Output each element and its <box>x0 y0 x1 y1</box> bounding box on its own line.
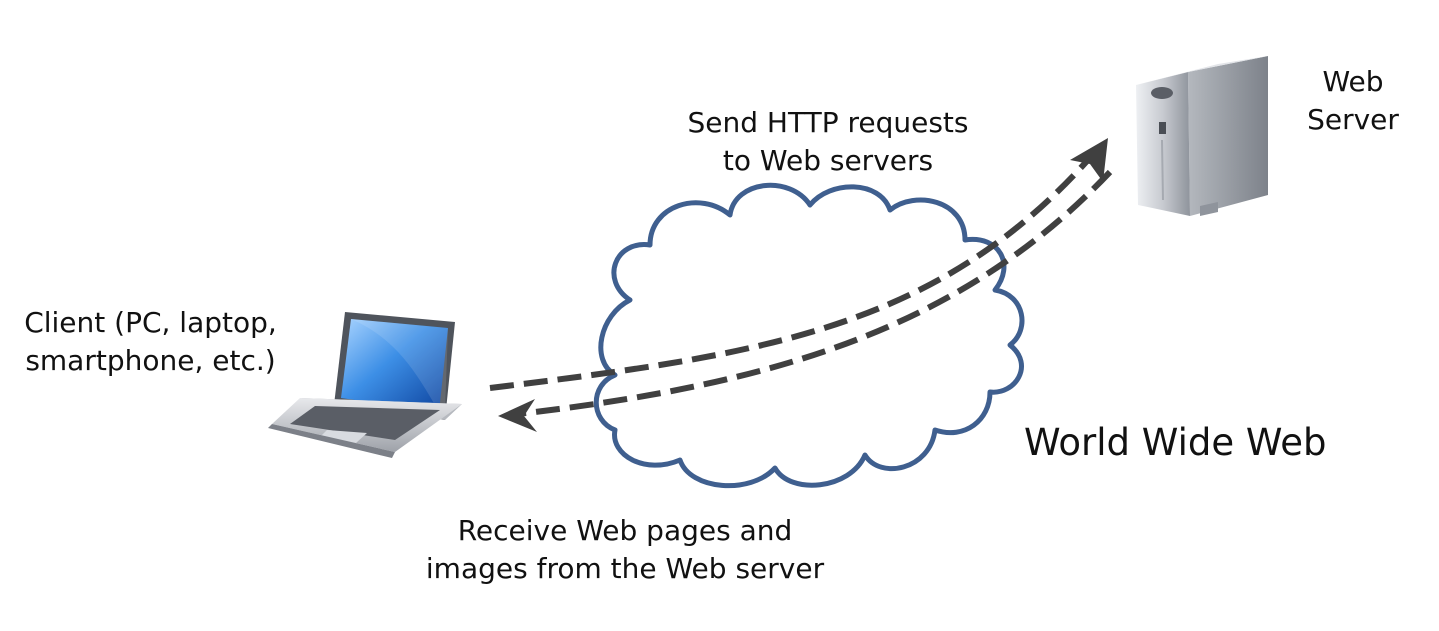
request-label-line-1: Send HTTP requests <box>687 106 969 139</box>
request-label: Send HTTP requests to Web servers <box>668 104 988 180</box>
client-label-line-2: smartphone, etc.) <box>25 344 276 377</box>
request-arrow <box>489 138 1108 391</box>
server-label: Web Server <box>1298 63 1408 139</box>
request-label-line-2: to Web servers <box>722 144 934 177</box>
server-label-line-1: Web <box>1322 65 1384 98</box>
response-label-line-1: Receive Web pages and <box>457 514 793 547</box>
laptop-icon <box>268 312 462 458</box>
client-label-line-1: Client (PC, laptop, <box>24 306 277 339</box>
world-wide-web-label: World Wide Web <box>1024 421 1327 464</box>
response-label: Receive Web pages and images from the We… <box>425 512 825 588</box>
response-label-line-2: images from the Web server <box>425 552 825 585</box>
server-tower-icon <box>1136 56 1268 216</box>
server-label-line-2: Server <box>1307 103 1399 136</box>
client-label: Client (PC, laptop, smartphone, etc.) <box>18 304 283 380</box>
response-arrow <box>498 169 1113 432</box>
